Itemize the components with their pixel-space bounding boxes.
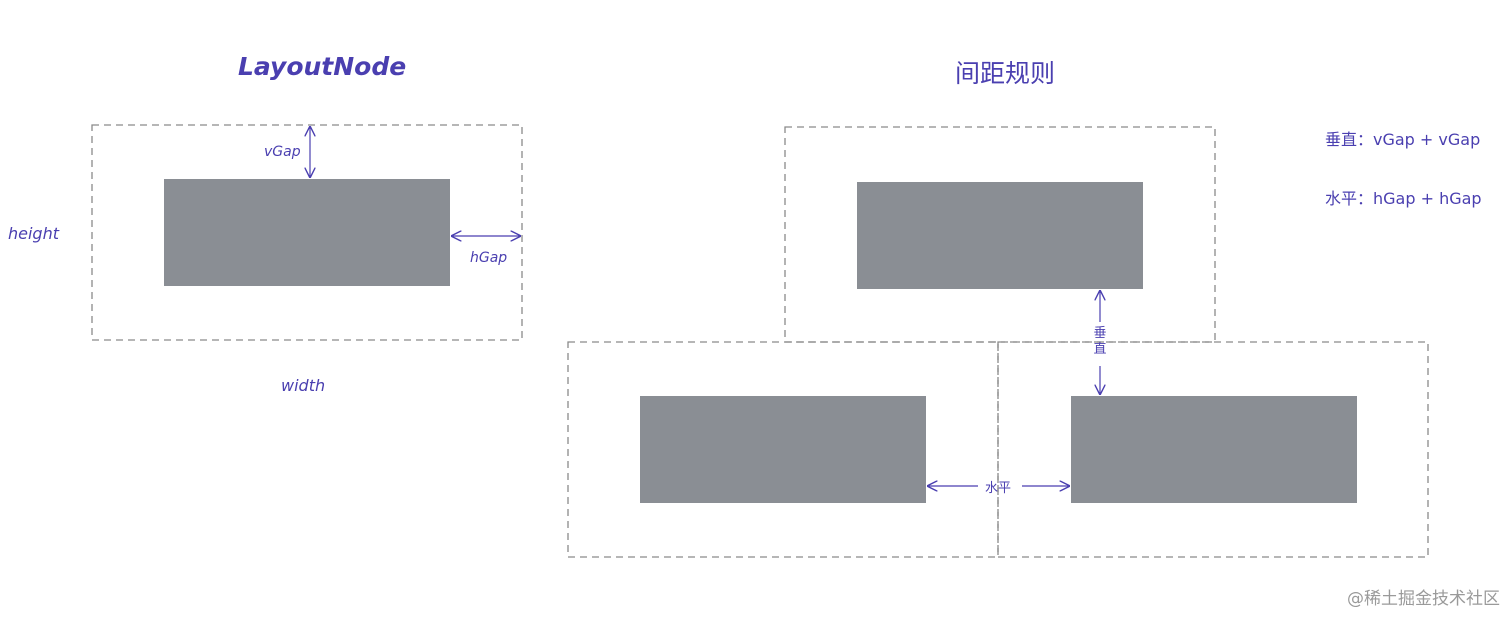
vgap-label: vGap (264, 144, 301, 160)
layout-node-outer-box (91, 124, 523, 341)
top-node-content-box (857, 182, 1143, 289)
watermark: @稀土掘金技术社区 (1347, 589, 1500, 609)
legend-vertical-rule: 垂直：vGap + vGap (1325, 130, 1481, 149)
spacing-rules-title: 间距规则 (955, 59, 1056, 88)
vertical-spacing-label: 垂直 (1093, 326, 1107, 357)
hgap-label: hGap (470, 250, 508, 266)
layout-node-title: LayoutNode (238, 52, 407, 81)
layout-node-content-box (164, 179, 450, 286)
horizontal-spacing-label: 水平 (985, 481, 1012, 496)
width-label: width (281, 376, 326, 395)
bottom-right-node-content-box (1071, 396, 1357, 503)
bottom-left-node-content-box (640, 396, 926, 503)
bottom-right-node-outer-box (997, 341, 1429, 558)
bottom-left-node-outer-box (567, 341, 999, 558)
legend-horizontal-rule: 水平：hGap + hGap (1325, 189, 1482, 208)
top-node-outer-box (784, 126, 1216, 343)
height-label: height (8, 224, 59, 243)
